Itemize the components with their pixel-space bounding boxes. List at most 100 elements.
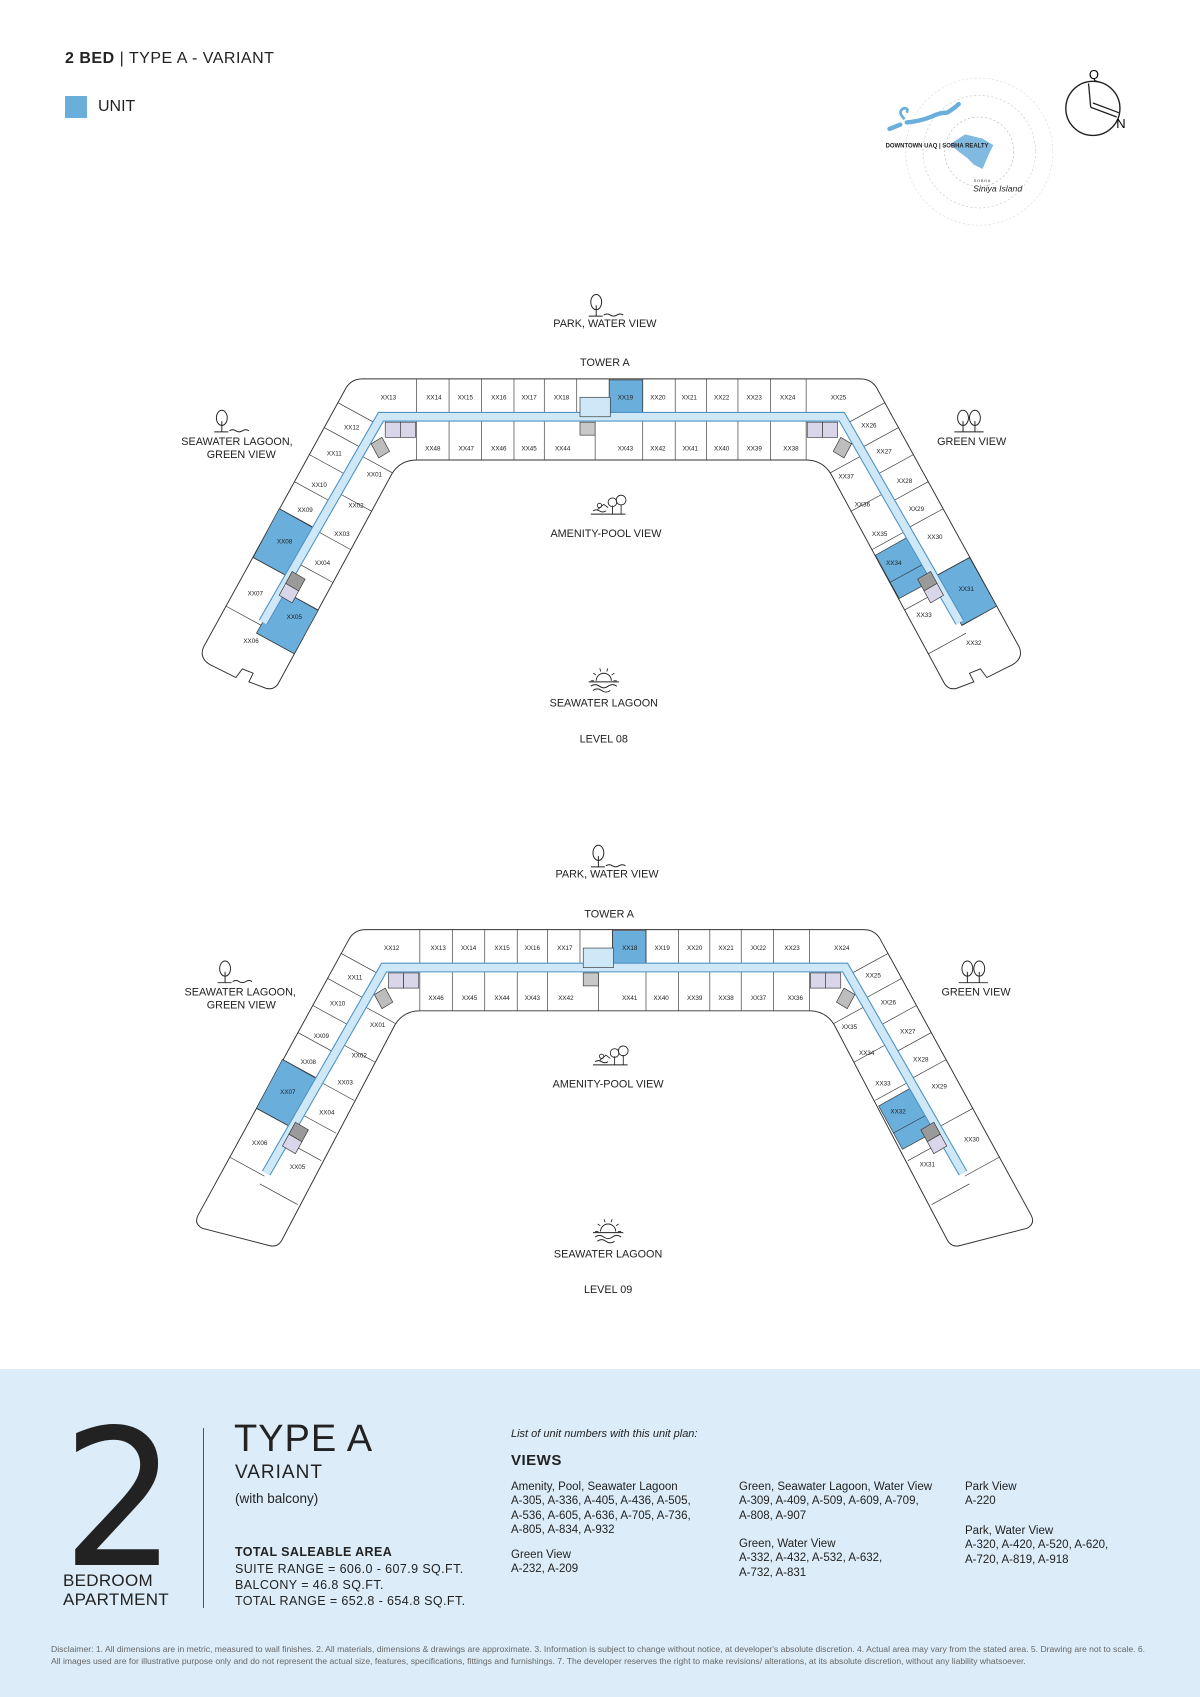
unit-label[interactable]: XX46 [428,995,444,1002]
unit-label[interactable]: XX35 [842,1024,858,1031]
unit-label[interactable]: XX40 [653,995,669,1002]
unit-label[interactable]: XX09 [297,507,313,514]
unit-label[interactable]: XX27 [900,1029,916,1036]
unit-label[interactable]: XX26 [881,999,897,1006]
view-label-top: PARK, WATER VIEW [553,318,657,330]
unit-label[interactable]: XX12 [344,425,360,432]
unit-label[interactable]: XX24 [834,945,850,952]
unit-label[interactable]: XX42 [558,995,574,1002]
unit-label[interactable]: XX37 [751,995,767,1002]
unit-label[interactable]: XX12 [384,945,400,952]
unit-label[interactable]: XX15 [458,394,474,401]
unit-label[interactable]: XX18 [622,945,638,952]
unit-label[interactable]: XX14 [426,394,442,401]
unit-label[interactable]: XX32 [966,640,982,647]
unit-label[interactable]: XX19 [618,394,634,401]
unit-label[interactable]: XX30 [927,534,943,541]
unit-label[interactable]: XX46 [491,445,507,452]
unit-label[interactable]: XX05 [287,614,303,621]
unit-label[interactable]: XX16 [491,394,507,401]
unit-label[interactable]: XX01 [367,471,383,478]
unit-label[interactable]: XX45 [462,995,478,1002]
unit-label[interactable]: XX48 [425,445,441,452]
unit-label[interactable]: XX24 [780,394,796,401]
tree-icon [588,294,624,317]
unit-label[interactable]: XX02 [352,1052,368,1059]
unit-label[interactable]: XX06 [252,1140,268,1147]
unit-label[interactable]: XX04 [319,1110,335,1117]
unit-label[interactable]: XX21 [682,394,698,401]
unit-label[interactable]: XX11 [327,451,342,458]
unit-label[interactable]: XX26 [861,423,877,430]
unit-label[interactable]: XX09 [314,1033,330,1040]
suite-range: SUITE RANGE = 606.0 - 607.9 SQ.FT. [235,1562,464,1576]
unit-label[interactable]: XX17 [521,394,537,401]
unit-label[interactable]: XX04 [315,560,331,567]
unit-label[interactable]: XX16 [525,945,541,952]
unit-label[interactable]: XX31 [920,1162,936,1169]
unit-label[interactable]: XX08 [301,1059,317,1066]
unit-label[interactable]: XX25 [831,394,847,401]
unit-label[interactable]: XX10 [330,1000,346,1007]
unit-label[interactable]: XX05 [290,1164,306,1171]
unit-label[interactable]: XX20 [650,394,666,401]
unit-label[interactable]: XX44 [555,445,571,452]
unit-label[interactable]: XX27 [876,449,892,456]
unit-label[interactable]: XX22 [751,945,767,952]
unit-divider [327,978,367,1000]
unit-label[interactable]: XX07 [280,1089,296,1096]
unit-label[interactable]: XX21 [718,945,734,952]
unit-label[interactable]: XX28 [897,478,913,485]
unit-divider [936,1107,974,1129]
unit-label[interactable]: XX39 [747,445,763,452]
unit-label[interactable]: XX39 [687,995,703,1002]
unit-label[interactable]: XX10 [312,482,328,489]
unit-label[interactable]: XX11 [347,974,362,981]
unit-label[interactable]: XX22 [714,394,730,401]
unit-label[interactable]: XX41 [683,445,699,452]
unit-label[interactable]: XX38 [718,995,734,1002]
unit-label[interactable]: XX08 [277,538,293,545]
unit-label[interactable]: XX33 [916,612,932,619]
unit-label[interactable]: XX32 [890,1109,906,1116]
unit-label[interactable]: XX45 [521,445,537,452]
unit-label[interactable]: XX36 [855,502,871,509]
unit-label[interactable]: XX13 [381,394,397,401]
unit-label[interactable]: XX42 [650,445,666,452]
unit-label[interactable]: XX33 [875,1080,891,1087]
unit-label[interactable]: XX30 [964,1137,980,1144]
unit-label[interactable]: XX01 [370,1022,386,1029]
unit-label[interactable]: XX14 [461,945,477,952]
unit-label[interactable]: XX47 [459,445,475,452]
unit-label[interactable]: XX23 [784,945,800,952]
unit-label[interactable]: XX19 [655,945,671,952]
unit-label[interactable]: XX07 [248,590,264,597]
bedroom-count: 2 [62,1389,177,1610]
unit-label[interactable]: XX29 [909,506,925,513]
unit-label[interactable]: XX29 [932,1084,948,1091]
unit-label[interactable]: XX31 [959,586,975,593]
unit-label[interactable]: XX37 [839,473,855,480]
unit-label[interactable]: XX44 [494,995,510,1002]
unit-label[interactable]: XX34 [886,560,902,567]
unit-label[interactable]: XX06 [243,638,259,645]
unit-label[interactable]: XX41 [622,995,638,1002]
unit-label[interactable]: XX15 [494,945,510,952]
unit-label[interactable]: XX17 [557,945,573,952]
unit-label[interactable]: XX43 [525,995,541,1002]
unit-label[interactable]: XX35 [872,531,888,538]
unit-label[interactable]: XX03 [334,531,350,538]
unit-label[interactable]: XX23 [747,394,763,401]
unit-label[interactable]: XX28 [913,1057,929,1064]
unit-label[interactable]: XX03 [338,1079,354,1086]
unit-label[interactable]: XX43 [618,445,634,452]
unit-label[interactable]: XX25 [866,972,882,979]
unit-label[interactable]: XX38 [783,445,799,452]
unit-label[interactable]: XX40 [714,445,730,452]
unit-label[interactable]: XX20 [687,945,703,952]
unit-label[interactable]: XX18 [554,394,570,401]
unit-label[interactable]: XX34 [859,1050,875,1057]
unit-label[interactable]: XX02 [348,503,364,510]
unit-label[interactable]: XX36 [788,995,804,1002]
unit-label[interactable]: XX13 [431,945,447,952]
